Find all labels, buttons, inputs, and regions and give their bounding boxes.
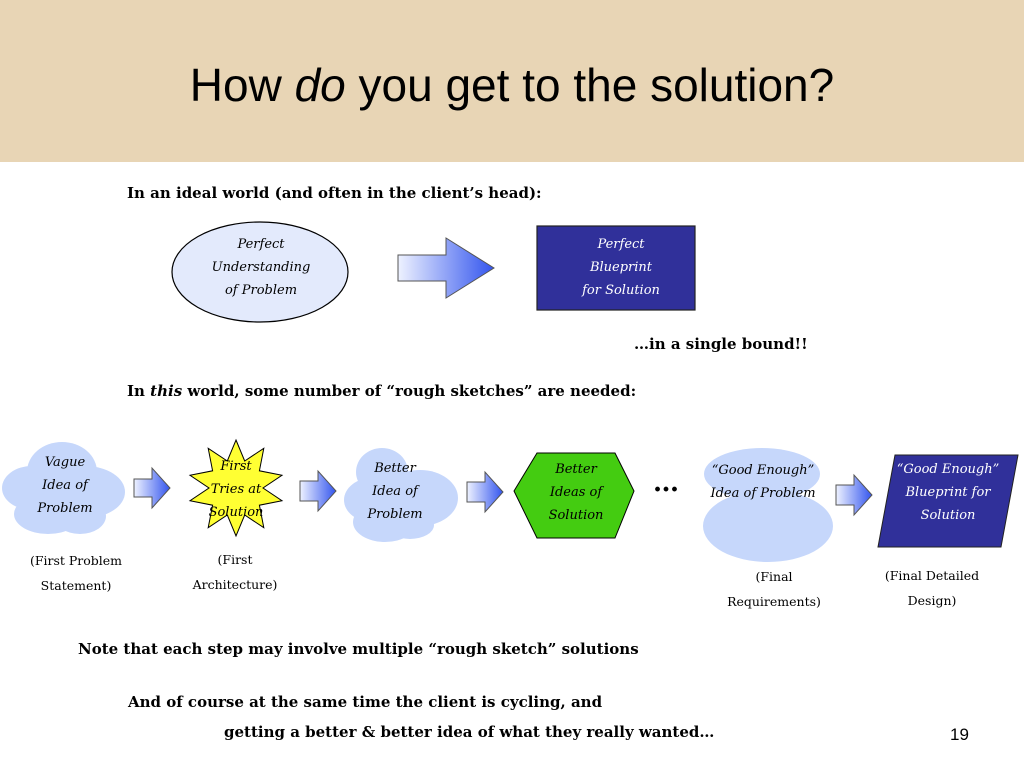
good-enough-problem-line-2: Idea of Problem (710, 486, 816, 501)
first-tries-line-2: Tries at (210, 482, 262, 497)
perfect-blueprint-text: Perfect Blueprint for Solution (546, 233, 696, 302)
perfect-blueprint-line-3: for Solution (582, 283, 660, 298)
title-band (0, 0, 1024, 162)
first-problem-caption-line-1: (First Problem (29, 553, 123, 568)
better-ideas-line-2: Ideas of (549, 485, 603, 500)
single-bound-note: …in a single bound!! (634, 335, 808, 353)
page-number: 19 (950, 725, 969, 744)
perfect-understanding-line-3: of Problem (224, 283, 298, 298)
perfect-understanding-line-2: Understanding (211, 260, 311, 275)
client-cycling-note: And of course at the same time the clien… (128, 693, 603, 711)
final-requirements-caption: (Final Requirements) (704, 564, 844, 614)
good-enough-blueprint-parallelogram (877, 454, 1019, 548)
final-design-caption-line-2: Design) (907, 593, 957, 608)
title-emphasis: do (294, 59, 346, 111)
rough-sketch-note: Note that each step may involve multiple… (78, 640, 639, 658)
title-pre: How (189, 59, 295, 111)
better-ideas-hexagon (513, 452, 635, 539)
better-ideas-line-1: Better (555, 462, 597, 477)
title-post: you get to the solution? (345, 59, 835, 111)
real-heading-post: world, some number of “rough sketches” a… (182, 382, 637, 400)
perfect-understanding-ellipse (171, 221, 349, 323)
ellipsis: … (653, 468, 679, 498)
perfect-blueprint-line-1: Perfect (597, 237, 645, 252)
step-arrow-2 (299, 469, 337, 513)
better-idea-text: Better Idea of Problem (345, 457, 445, 526)
better-idea-line-3: Problem (367, 507, 423, 522)
good-enough-blueprint-text: “Good Enough” Blueprint for Solution (878, 458, 1018, 527)
real-world-heading: In this world, some number of “rough ske… (127, 382, 636, 400)
step-arrow-1 (133, 466, 171, 510)
first-tries-star (188, 438, 284, 538)
final-requirements-caption-line-2: Requirements) (727, 594, 821, 609)
good-enough-problem-line-1: “Good Enough” (711, 463, 815, 478)
perfect-understanding-text: Perfect Understanding of Problem (186, 233, 336, 302)
step-arrow-5 (835, 473, 873, 517)
ideal-world-heading: In an ideal world (and often in the clie… (127, 184, 542, 202)
better-idea-line-1: Better (374, 461, 416, 476)
vague-idea-line-1: Vague (44, 455, 86, 470)
better-idea-cloud (344, 448, 458, 542)
vague-idea-cloud (2, 442, 125, 534)
first-architecture-caption-line-2: Architecture) (192, 577, 278, 592)
final-requirements-caption-line-1: (Final (755, 569, 793, 584)
first-architecture-caption-line-1: (First (217, 552, 253, 567)
first-tries-text: First Tries at Solution (186, 455, 286, 524)
first-architecture-caption: (First Architecture) (165, 547, 305, 597)
real-heading-pre: In (127, 382, 151, 400)
good-enough-blueprint-line-1: “Good Enough” (896, 462, 1000, 477)
step-arrow-3 (466, 470, 504, 514)
real-heading-emphasis: this (150, 382, 183, 400)
perfect-blueprint-box (536, 225, 696, 311)
better-ideas-line-3: Solution (548, 508, 604, 523)
first-problem-caption: (First Problem Statement) (6, 548, 146, 598)
final-design-caption-line-1: (Final Detailed (884, 568, 980, 583)
first-tries-line-3: Solution (208, 505, 264, 520)
big-arrow (397, 237, 495, 299)
perfect-understanding-line-1: Perfect (237, 237, 285, 252)
good-enough-blueprint-line-3: Solution (920, 508, 976, 523)
vague-idea-line-2: Idea of (42, 478, 88, 493)
perfect-blueprint-line-2: Blueprint (589, 260, 653, 275)
better-idea-line-2: Idea of (372, 484, 418, 499)
good-enough-problem-cloud (703, 448, 833, 562)
first-tries-line-1: First (220, 459, 252, 474)
better-idea-note: getting a better & better idea of what t… (224, 723, 715, 741)
good-enough-problem-text: “Good Enough” Idea of Problem (688, 459, 838, 505)
vague-idea-line-3: Problem (37, 501, 93, 516)
vague-idea-text: Vague Idea of Problem (15, 451, 115, 520)
better-ideas-solution-text: Better Ideas of Solution (526, 458, 626, 527)
final-design-caption: (Final Detailed Design) (862, 563, 1002, 613)
slide-title: How do you get to the solution? (0, 58, 1024, 112)
first-problem-caption-line-2: Statement) (40, 578, 112, 593)
good-enough-blueprint-line-2: Blueprint for (905, 485, 991, 500)
